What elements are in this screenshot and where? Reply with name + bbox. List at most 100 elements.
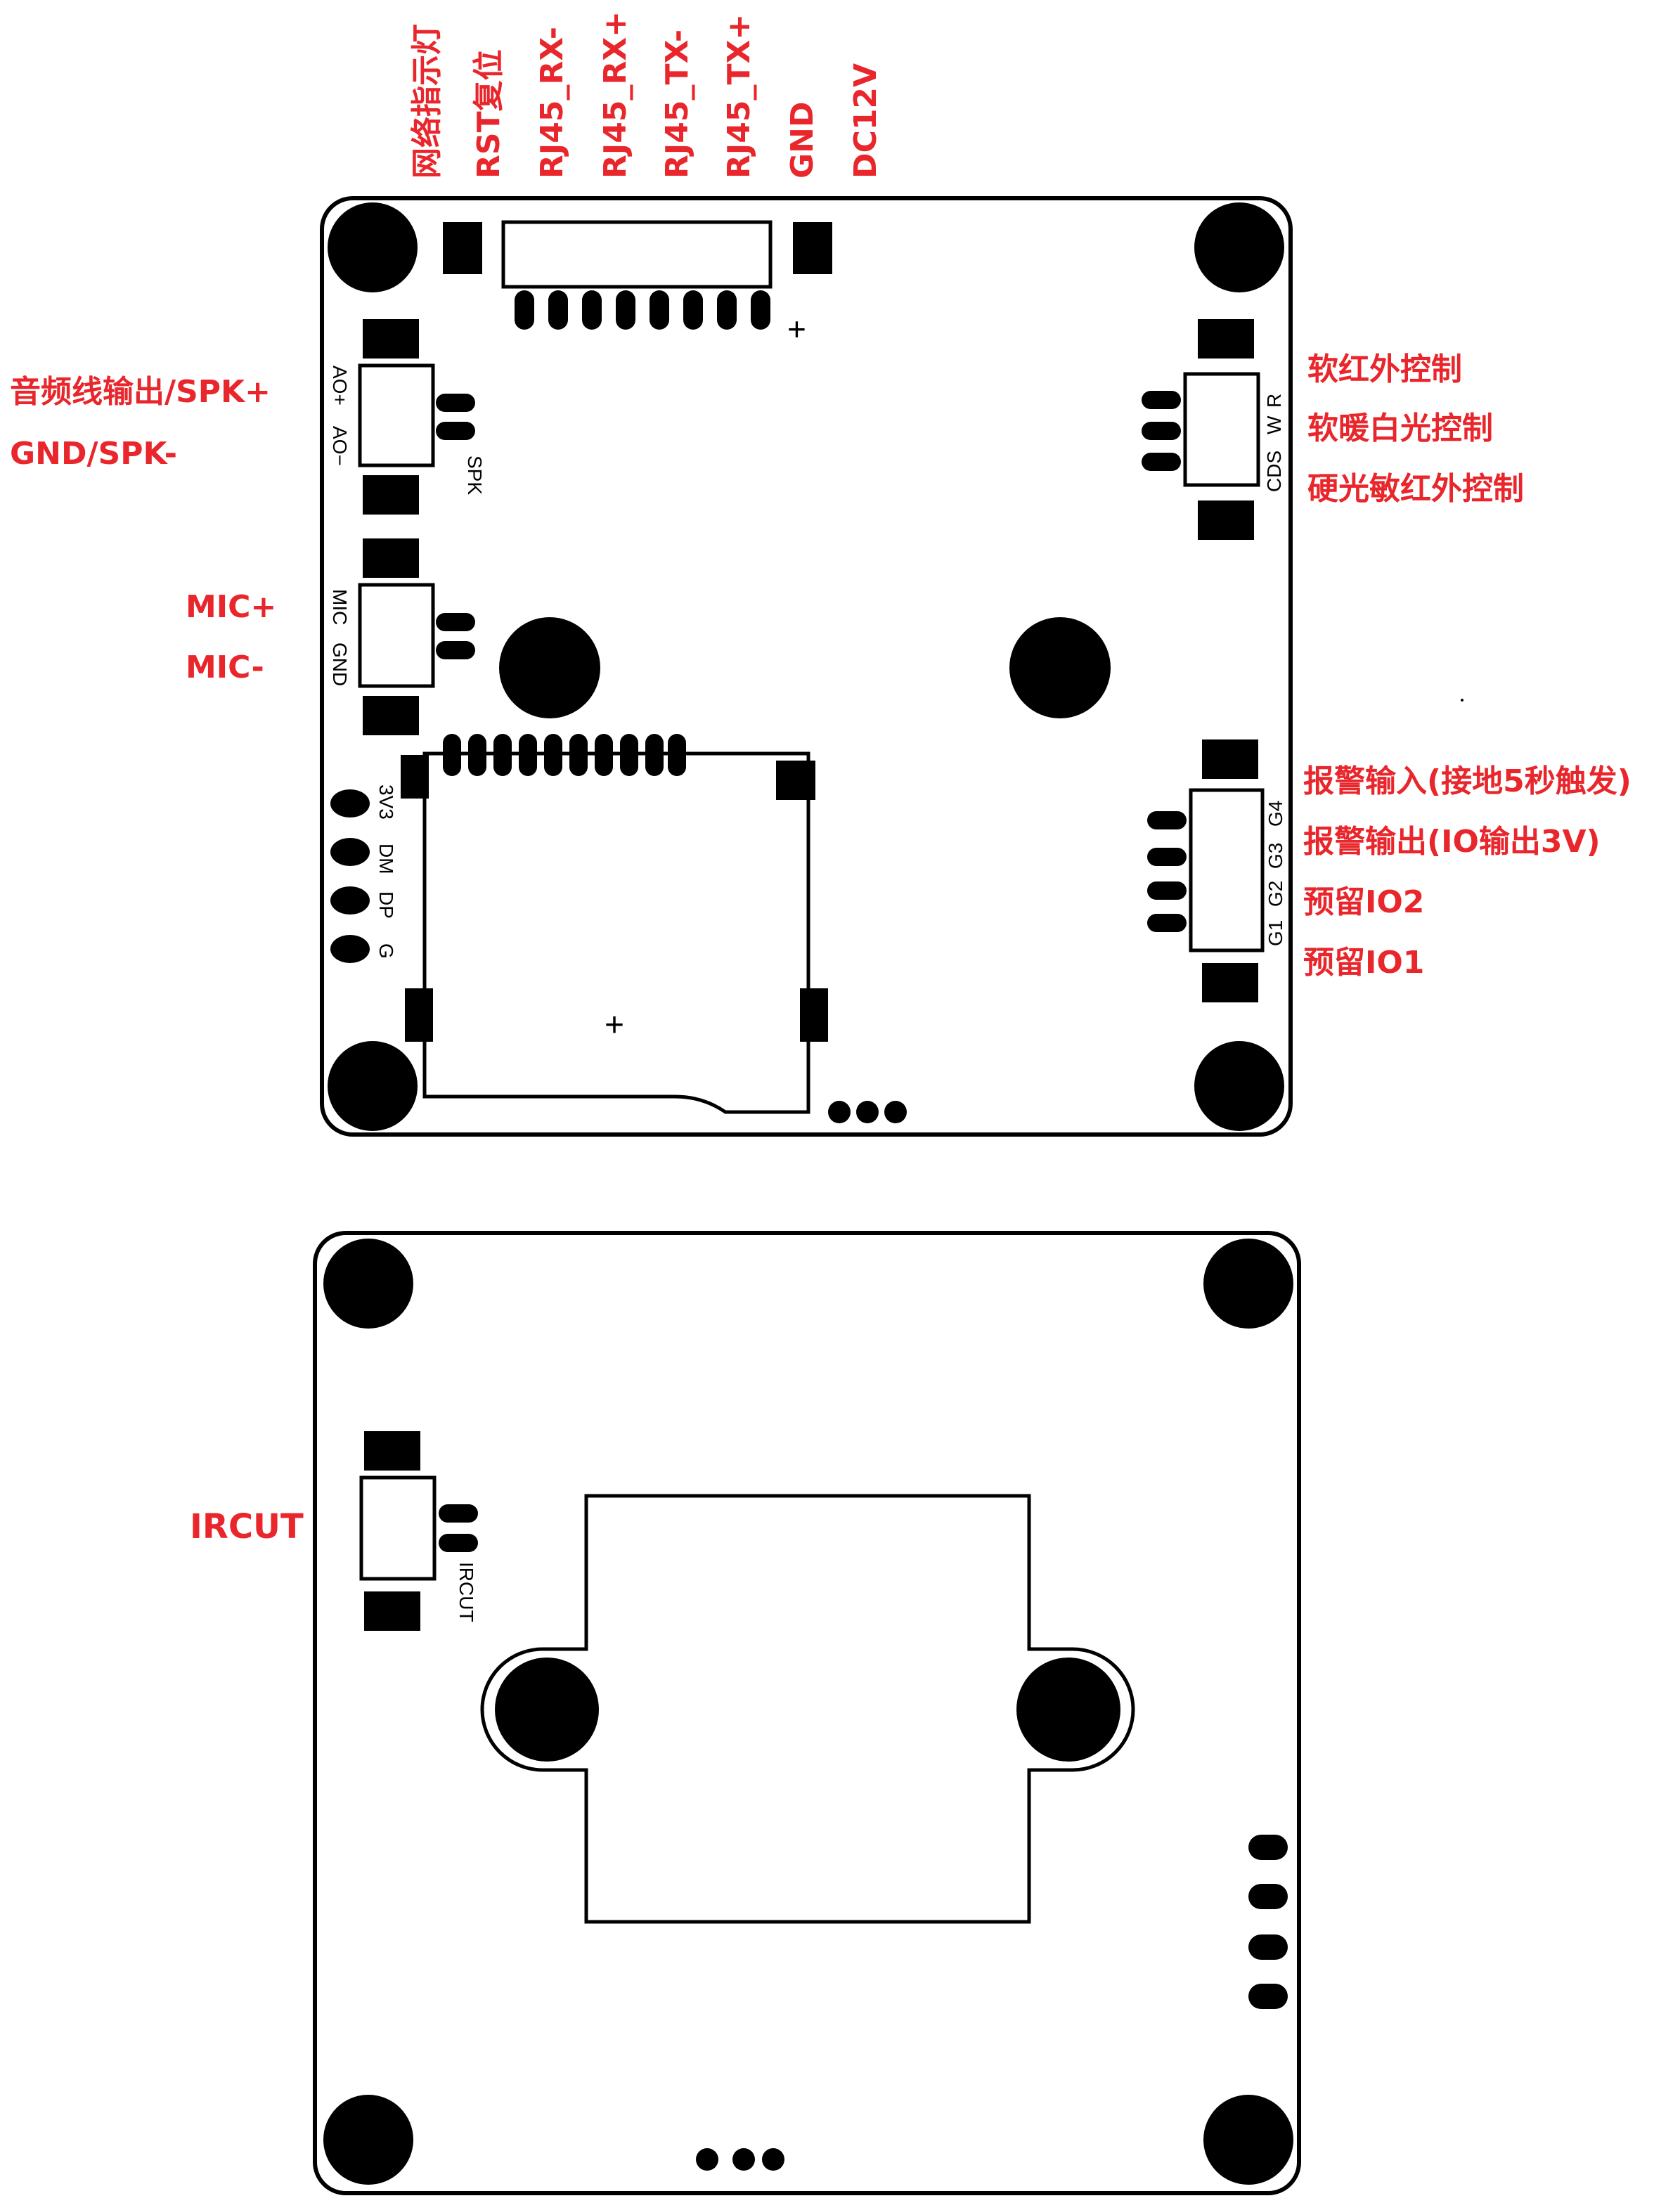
io-pin: [1147, 881, 1187, 900]
side-pin: [1248, 1984, 1288, 2009]
silk-gnd: GND: [329, 642, 351, 686]
sd-pin: [645, 734, 664, 776]
sd-pad: [800, 988, 828, 1042]
sd-pad: [776, 761, 815, 800]
test-dot: [732, 2148, 755, 2171]
header-pins: [515, 290, 770, 330]
sd-pin: [668, 734, 686, 776]
top-board: + 网络指示灯 RST复位 RJ45_RX- RJ45_RX+ RJ45_TX-…: [320, 11, 1463, 1137]
mounting-hole: [323, 1239, 413, 1329]
sd-pin: [468, 734, 486, 776]
mic-pad-bottom: [363, 696, 419, 735]
spk-pad-bottom: [363, 475, 419, 515]
usb-pad-3v3: [330, 789, 370, 818]
label-ircut: IRCUT: [190, 1507, 304, 1546]
label-alarm-out: 报警输出(IO输出3V): [1303, 824, 1601, 860]
spk-pad-top: [363, 319, 419, 358]
label-alarm-in: 报警输入(接地5秒触发): [1303, 763, 1631, 799]
header-label-rst: RST复位: [471, 49, 507, 179]
lens-mount-hole: [1009, 617, 1111, 718]
header-label-gnd: GND: [784, 102, 820, 179]
header-pin: [515, 290, 534, 330]
ir-pin: [1142, 422, 1181, 440]
ircut-pad-bottom: [364, 1591, 420, 1631]
sd-plus-mark: +: [605, 1007, 624, 1044]
silk-g3: G3: [1265, 843, 1286, 869]
spk-pin: [436, 422, 475, 440]
silk-3v3: 3V3: [375, 784, 397, 820]
sd-pin: [620, 734, 638, 776]
header-label-rj45-rx-pos: RJ45_RX+: [597, 11, 633, 179]
header-pin: [582, 290, 602, 330]
label-spk-neg: GND/SPK-: [10, 436, 177, 472]
ircut-pin: [439, 1534, 478, 1552]
io-connector-body: [1189, 788, 1265, 952]
ircut-pin: [439, 1504, 478, 1523]
sd-pin: [519, 734, 537, 776]
silk-g1: G1: [1265, 920, 1286, 946]
silk-mic: MIC: [329, 589, 351, 625]
mounting-hole: [328, 202, 418, 292]
sd-pin: [493, 734, 512, 776]
lens-holder-outline: [480, 1494, 1135, 1924]
bottom-board: IRCUT: [313, 1231, 1301, 2195]
header-label-rj45-tx-pos: RJ45_TX+: [721, 14, 757, 179]
header-connector-body: [501, 220, 773, 289]
alarm-io-connector: G4 G3 G2 G1: [1147, 739, 1286, 1002]
header-plus-mark: +: [787, 311, 806, 347]
mic-pin: [436, 641, 475, 659]
sd-pin: [544, 734, 562, 776]
ir-pin: [1142, 453, 1181, 471]
ircut-pad-top: [364, 1431, 420, 1471]
spk-connector: AO+ AO− SPK: [329, 319, 486, 515]
left-pin-labels: 音频线输出/SPK+ GND/SPK- MIC+ MIC-: [10, 374, 276, 685]
silk-ircut: IRCUT: [455, 1562, 477, 1622]
lens-mount-hole: [495, 1658, 599, 1762]
label-ir-soft: 软红外控制: [1307, 351, 1462, 387]
mounting-hole: [1194, 202, 1284, 292]
test-dot: [696, 2148, 718, 2171]
test-dot: [856, 1101, 879, 1123]
ircut-connector-body: [359, 1475, 437, 1581]
header-label-network-led: 网络指示灯: [409, 24, 445, 179]
io-pin: [1147, 914, 1187, 932]
header-pin: [650, 290, 669, 330]
sd-pad: [401, 755, 429, 799]
ir-pad-top: [1198, 319, 1254, 358]
silk-spk: SPK: [464, 456, 486, 495]
label-io1: 预留IO1: [1303, 945, 1424, 981]
side-pin: [1248, 1884, 1288, 1909]
mic-connector-body: [358, 583, 435, 688]
silk-g: G: [375, 943, 397, 959]
header-pin: [616, 290, 635, 330]
header-label-rj45-tx-neg: RJ45_TX-: [659, 30, 695, 179]
ir-control-connector: R W CDS: [1142, 319, 1285, 540]
usb-pads: 3V3 DM DP G: [330, 784, 397, 963]
ir-connector-body: [1183, 372, 1260, 487]
spk-pin: [436, 394, 475, 412]
silk-g2: G2: [1265, 881, 1286, 907]
usb-pad-g: [330, 935, 370, 963]
header-pin: [717, 290, 737, 330]
label-mic-neg: MIC-: [186, 650, 264, 685]
sd-pin: [443, 734, 461, 776]
ir-pad-bottom: [1198, 500, 1254, 540]
io-pin: [1147, 848, 1187, 866]
stray-dot: [1461, 699, 1463, 702]
mounting-hole: [328, 1041, 418, 1131]
header-pin: [548, 290, 568, 330]
sd-slot-outline: [422, 751, 810, 1114]
usb-pad-dp: [330, 886, 370, 915]
sd-card-slot: +: [401, 734, 828, 1114]
header-pad-right: [793, 222, 832, 274]
label-ir-hard: 硬光敏红外控制: [1307, 471, 1524, 507]
ir-pin: [1142, 391, 1181, 409]
label-mic-pos: MIC+: [186, 589, 276, 625]
mounting-hole: [1194, 1041, 1284, 1131]
sd-pin: [569, 734, 588, 776]
sd-pad: [405, 988, 433, 1042]
test-dot: [762, 2148, 784, 2171]
mounting-hole: [323, 2095, 413, 2185]
sd-pins: [443, 734, 686, 776]
